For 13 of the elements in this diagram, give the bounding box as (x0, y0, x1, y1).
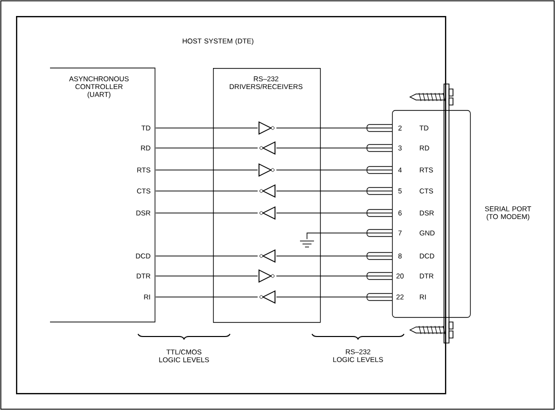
signal-wire (276, 144, 392, 152)
signal-wire (276, 252, 392, 260)
ground-symbol (300, 240, 314, 248)
signal-wire (155, 296, 258, 298)
signal-wire (155, 212, 258, 214)
signal-wire (306, 229, 392, 240)
signal-wire (276, 209, 392, 217)
signal-wire (276, 187, 392, 195)
signal-wire (276, 272, 392, 280)
signal-wire (276, 166, 392, 174)
signal-wire (276, 293, 392, 301)
signal-wire (276, 124, 392, 132)
signal-wire (155, 190, 258, 192)
